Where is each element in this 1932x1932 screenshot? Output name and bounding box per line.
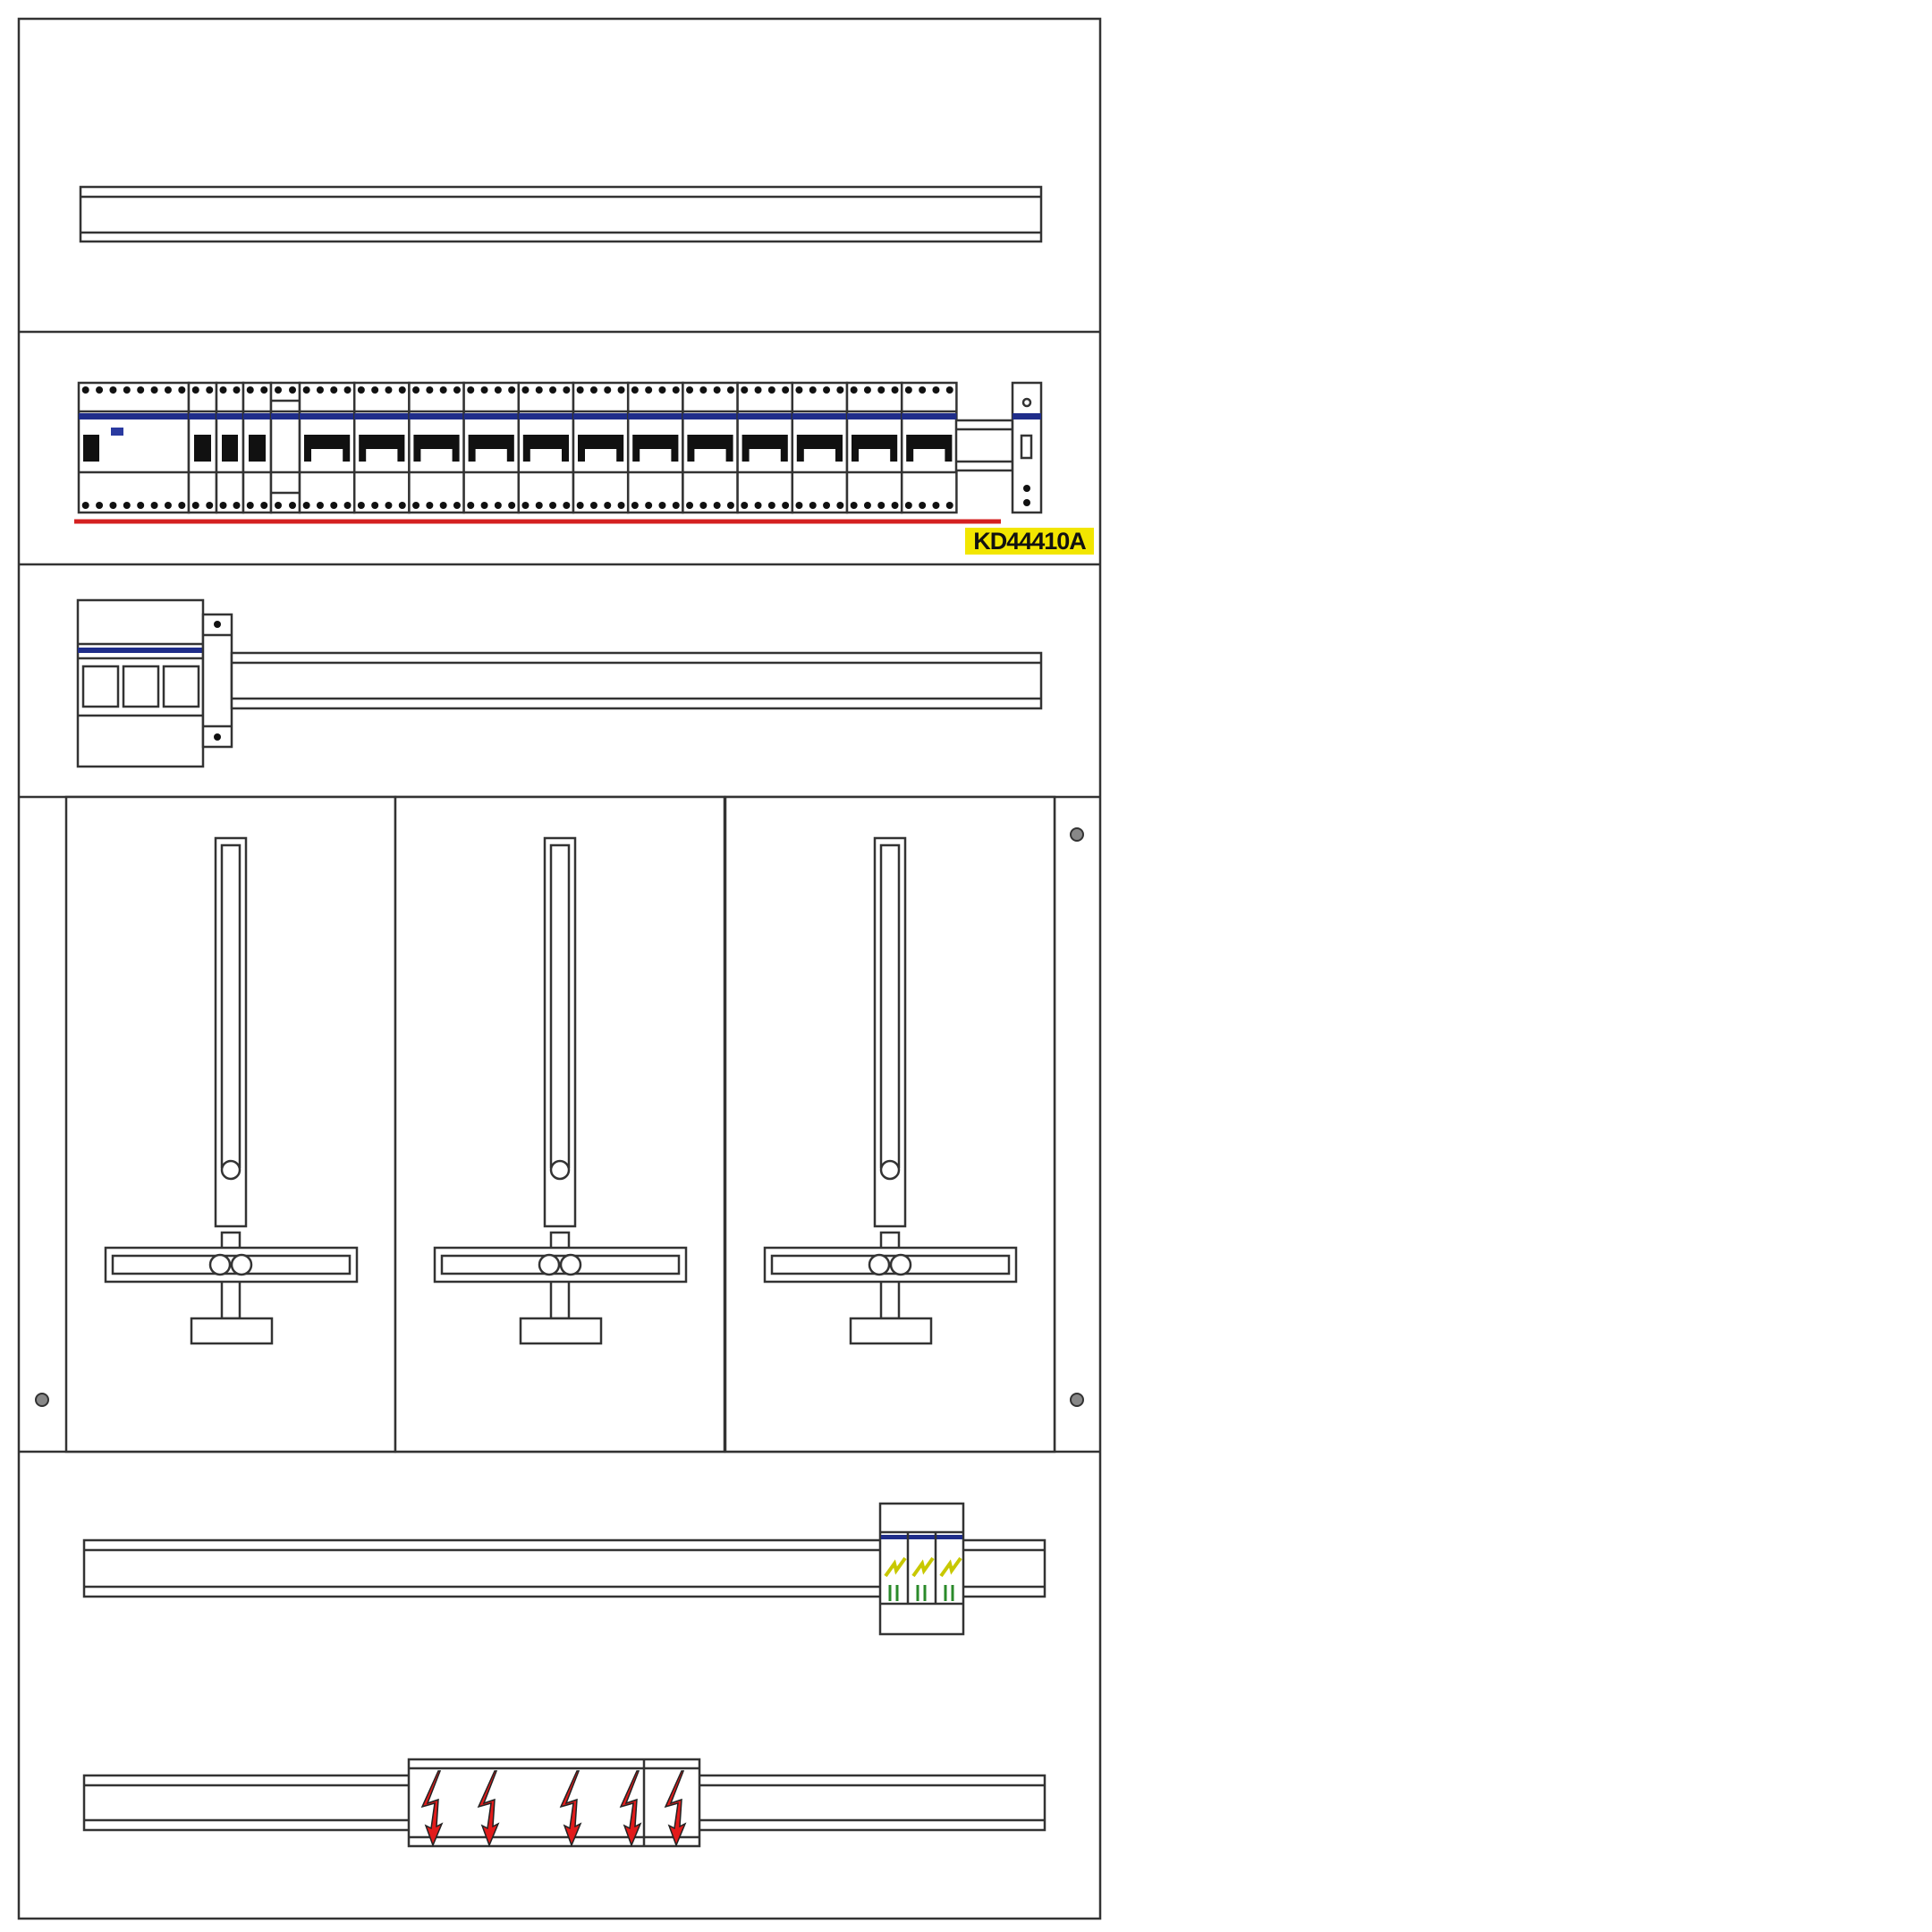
- breaker-row: [77, 381, 958, 514]
- breaker-module: [215, 381, 245, 514]
- breaker-module: [900, 381, 958, 514]
- meter-panels: [35, 795, 1084, 1453]
- breaker-module: [462, 381, 521, 514]
- breaker-module: [298, 381, 356, 514]
- breaker-module: [682, 381, 739, 514]
- breaker-module: [352, 381, 411, 514]
- breaker-module: [517, 381, 575, 514]
- breaker-module: [408, 381, 465, 514]
- breaker-module: [626, 381, 684, 514]
- screw: [35, 1393, 49, 1407]
- high-voltage-warning-icon: [559, 1770, 582, 1848]
- rcd-module: [77, 381, 191, 514]
- main-switch: [76, 598, 233, 768]
- breaker-module: [187, 381, 218, 514]
- breaker-module: [242, 381, 273, 514]
- high-voltage-warning-icon: [477, 1770, 500, 1848]
- high-voltage-warning-icon: [420, 1770, 444, 1848]
- high-voltage-warning-icon: [619, 1770, 642, 1848]
- meter-panel-2: [394, 795, 726, 1453]
- din-rail-top: [79, 185, 1043, 243]
- terminal-block: [954, 381, 1043, 514]
- breaker-module: [572, 381, 630, 514]
- breaker-module: [845, 381, 903, 514]
- din-rail-middle: [230, 651, 1043, 710]
- high-voltage-warning-icon: [664, 1770, 687, 1848]
- article-number-label: KD44410A: [965, 528, 1094, 555]
- screw: [1070, 1393, 1084, 1407]
- breaker-module: [736, 381, 794, 514]
- breaker-module: [791, 381, 849, 514]
- surge-protector: [878, 1502, 965, 1636]
- meter-panel-1: [64, 795, 397, 1453]
- fuse-block: [407, 1758, 701, 1848]
- meter-panel-3: [724, 795, 1056, 1453]
- screw: [1070, 827, 1084, 842]
- breaker-module: [269, 381, 301, 514]
